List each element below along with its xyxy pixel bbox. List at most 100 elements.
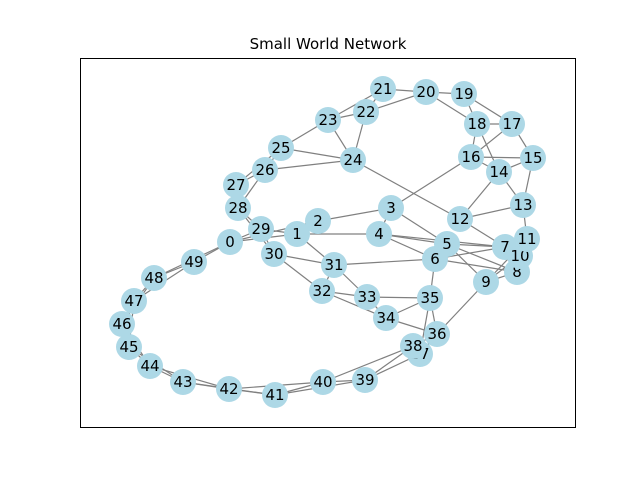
node-circle [310, 369, 336, 395]
node-label: 18 [467, 115, 486, 133]
node-circle [366, 221, 392, 247]
node-43: 43 [170, 369, 196, 395]
node-circle [261, 241, 287, 267]
node-46: 46 [109, 311, 135, 337]
node-circle [141, 265, 167, 291]
node-circle [252, 157, 278, 183]
node-label: 41 [265, 386, 284, 404]
node-circle [378, 195, 404, 221]
node-11: 11 [514, 226, 540, 252]
node-circle [217, 229, 243, 255]
node-0: 0 [217, 229, 243, 255]
node-label: 2 [313, 212, 323, 230]
node-label: 32 [312, 282, 331, 300]
node-circle [170, 369, 196, 395]
node-23: 23 [315, 107, 341, 133]
node-circle [510, 192, 536, 218]
node-45: 45 [116, 334, 142, 360]
node-33: 33 [354, 284, 380, 310]
node-circle [109, 311, 135, 337]
node-circle [464, 111, 490, 137]
node-label: 21 [373, 80, 392, 98]
node-circle [352, 367, 378, 393]
node-31: 31 [321, 252, 347, 278]
node-16: 16 [458, 144, 484, 170]
node-label: 45 [119, 338, 138, 356]
edge-3-16 [390, 156, 472, 209]
node-label: 3 [386, 199, 396, 217]
node-circle [354, 284, 380, 310]
node-label: 1 [292, 225, 302, 243]
node-13: 13 [510, 192, 536, 218]
node-30: 30 [261, 241, 287, 267]
node-label: 15 [523, 149, 542, 167]
node-26: 26 [252, 157, 278, 183]
node-35: 35 [417, 285, 443, 311]
node-label: 7 [500, 238, 510, 256]
node-label: 35 [420, 289, 439, 307]
node-label: 44 [140, 357, 159, 375]
node-circle [413, 79, 439, 105]
node-circle [417, 285, 443, 311]
edge-12-24 [352, 159, 461, 220]
node-49: 49 [181, 249, 207, 275]
node-4: 4 [366, 221, 392, 247]
node-label: 34 [376, 309, 395, 327]
node-circle [520, 145, 546, 171]
node-32: 32 [309, 278, 335, 304]
node-22: 22 [353, 99, 379, 125]
node-label: 25 [271, 139, 290, 157]
node-circle [424, 321, 450, 347]
node-48: 48 [141, 265, 167, 291]
node-38: 38 [400, 333, 426, 359]
node-label: 16 [461, 148, 480, 166]
node-circle [268, 135, 294, 161]
node-circle [315, 107, 341, 133]
node-label: 6 [430, 250, 440, 268]
node-25: 25 [268, 135, 294, 161]
node-1: 1 [284, 221, 310, 247]
node-14: 14 [486, 159, 512, 185]
node-circle [447, 206, 473, 232]
node-circle [321, 252, 347, 278]
node-circle [262, 382, 288, 408]
node-circle [370, 76, 396, 102]
node-47: 47 [121, 288, 147, 314]
node-label: 17 [502, 115, 521, 133]
node-circle [248, 216, 274, 242]
node-circle [473, 269, 499, 295]
node-label: 28 [228, 199, 247, 217]
node-label: 14 [489, 163, 508, 181]
node-24: 24 [340, 147, 366, 173]
node-label: 4 [374, 225, 384, 243]
node-2: 2 [305, 208, 331, 234]
node-circle [486, 159, 512, 185]
node-label: 48 [144, 269, 163, 287]
node-circle [422, 246, 448, 272]
node-circle [181, 249, 207, 275]
node-label: 24 [343, 151, 362, 169]
node-label: 0 [225, 233, 235, 251]
node-29: 29 [248, 216, 274, 242]
node-39: 39 [352, 367, 378, 393]
node-17: 17 [499, 111, 525, 137]
node-label: 42 [219, 380, 238, 398]
node-6: 6 [422, 246, 448, 272]
node-circle [499, 111, 525, 137]
node-label: 40 [313, 373, 332, 391]
chart-title: Small World Network [250, 35, 407, 53]
node-circle [400, 333, 426, 359]
node-15: 15 [520, 145, 546, 171]
plot-frame [80, 58, 576, 428]
node-circle [116, 334, 142, 360]
node-circle [223, 172, 249, 198]
node-label: 43 [173, 373, 192, 391]
node-label: 27 [226, 176, 245, 194]
node-label: 13 [513, 196, 532, 214]
node-circle [284, 221, 310, 247]
node-20: 20 [413, 79, 439, 105]
node-3: 3 [378, 195, 404, 221]
node-12: 12 [447, 206, 473, 232]
node-label: 8 [512, 263, 522, 281]
